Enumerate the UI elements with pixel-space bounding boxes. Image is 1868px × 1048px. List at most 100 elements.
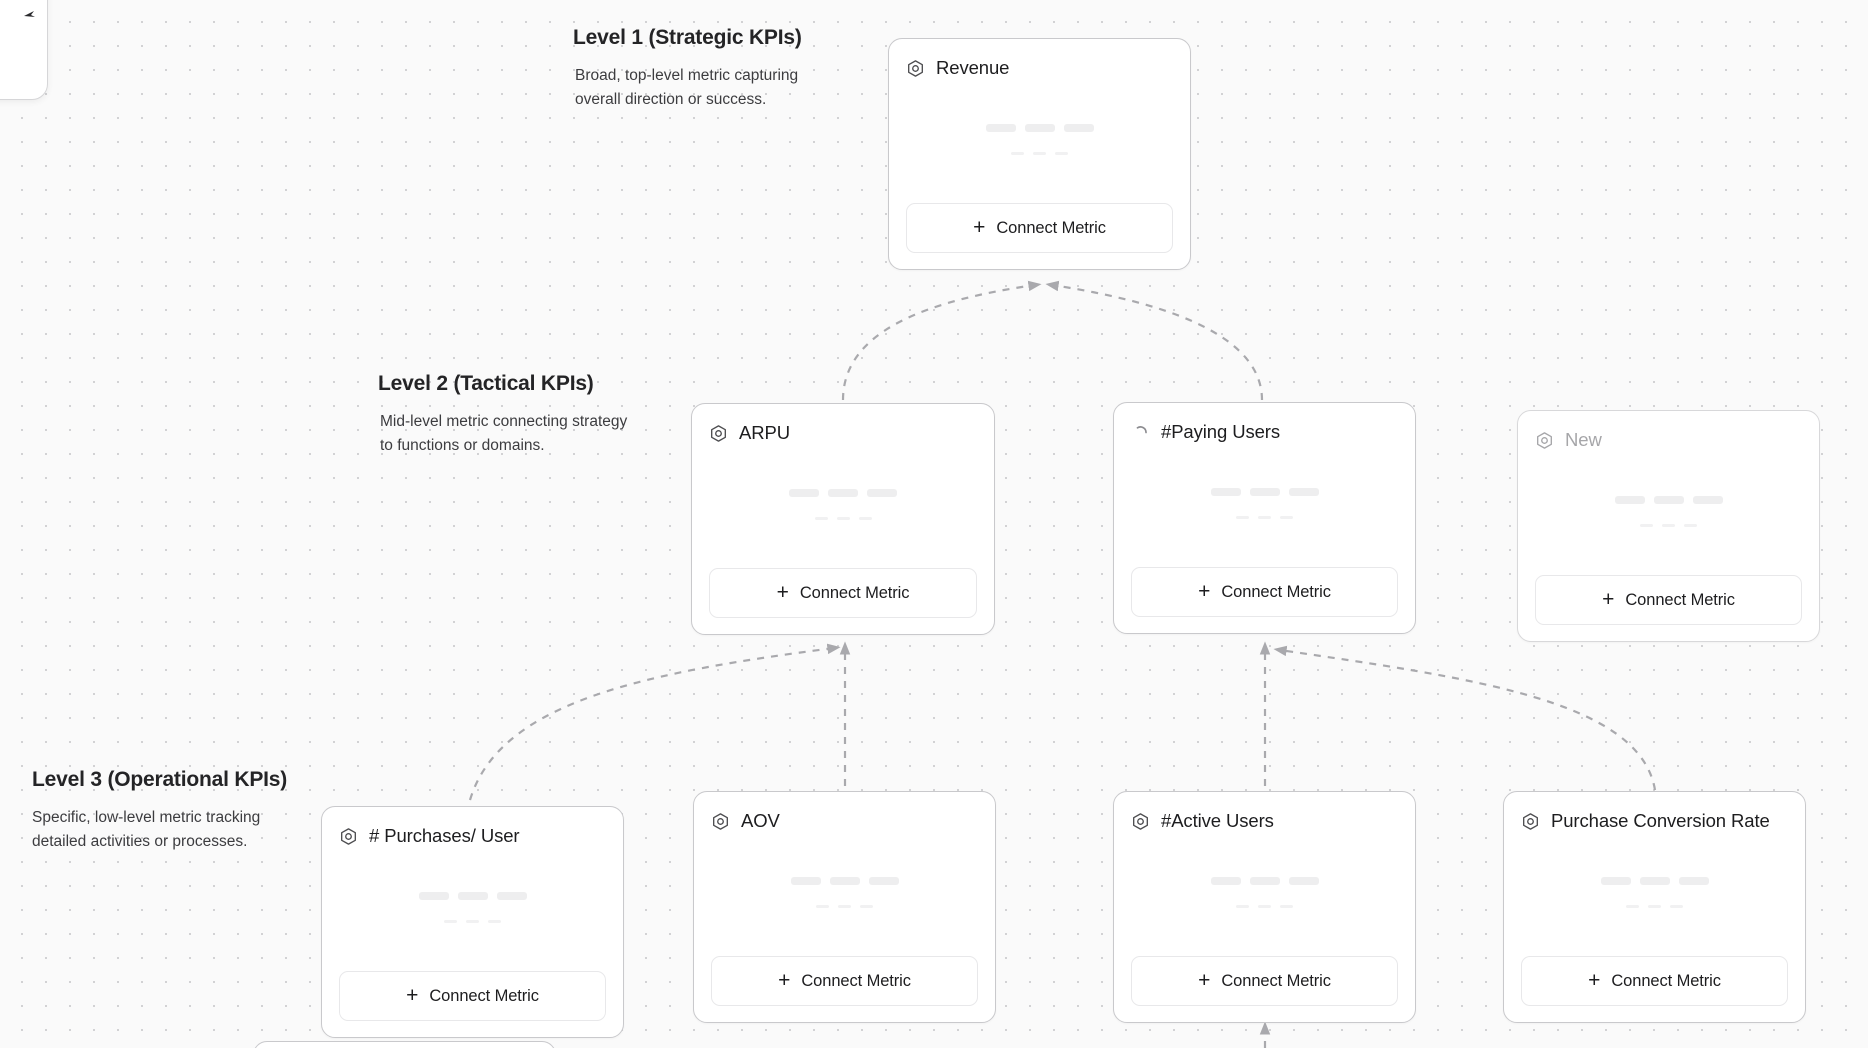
plus-icon: + [1588,968,1601,992]
connect-metric-button[interactable]: + Connect Metric [709,568,977,618]
connect-metric-button[interactable]: + Connect Metric [1131,567,1398,617]
edge-arpu-to-revenue [841,280,1042,401]
skeleton-row-primary [1600,876,1709,885]
level-1-label: Level 1 (Strategic KPIs) Broad, top-leve… [573,26,823,111]
skeleton-bar [496,891,527,900]
skeleton-row-primary [789,488,897,497]
card-title: #Active Users [1161,810,1274,831]
skeleton-bar [418,891,449,900]
skeleton-bar [836,516,850,520]
card-body-skeleton [709,446,977,568]
skeleton-bar [1236,904,1249,908]
metric-card-active-users[interactable]: #Active Users + Connect Metric [1113,791,1416,1023]
hexagon-metric-icon [1133,812,1148,830]
card-header: Purchase Conversion Rate [1521,808,1788,834]
card-header: New [1535,427,1802,453]
skeleton-bar [1258,515,1271,519]
skeleton-bar [1055,151,1068,155]
plus-icon: + [1198,579,1211,603]
connect-metric-label: Connect Metric [799,583,910,602]
skeleton-row-secondary [444,919,501,923]
skeleton-bar [1236,515,1249,519]
connect-metric-label: Connect Metric [429,986,539,1005]
metric-card-new[interactable]: New + Connect Metric [1517,410,1820,642]
connect-metric-button[interactable]: + Connect Metric [339,971,606,1021]
edge-paying-users-to-revenue [1045,280,1264,401]
skeleton-bar [444,919,457,923]
skeleton-bar [1011,151,1024,155]
skeleton-bar [1210,487,1241,496]
skeleton-bar [1639,876,1670,885]
connect-metric-label: Connect Metric [801,971,911,990]
skeleton-row-primary [985,123,1094,132]
card-body-skeleton [711,834,978,956]
hexagon-metric-icon [908,59,923,77]
skeleton-row-primary [1210,876,1319,885]
skeleton-bar [1662,523,1675,527]
skeleton-row-secondary [1640,523,1697,527]
card-body-skeleton [1535,453,1802,575]
hexagon-metric-icon [713,812,728,830]
card-header: # Purchases/ User [339,823,606,849]
connect-metric-label: Connect Metric [1625,590,1735,609]
connect-metric-button[interactable]: + Connect Metric [1131,956,1398,1006]
offscreen-card-top-left[interactable] [0,0,48,100]
card-title: #Paying Users [1161,421,1281,442]
skeleton-bar [1063,123,1094,132]
plus-icon: + [973,215,986,239]
skeleton-bar [858,516,872,520]
skeleton-row-primary [1210,487,1319,496]
hexagon-metric-icon [341,827,356,845]
skeleton-bar [1280,515,1293,519]
skeleton-row-secondary [1236,515,1293,519]
skeleton-bar [466,919,479,923]
level-3-description: Specific, low-level metric tracking deta… [32,809,261,850]
metric-card-offscreen-bottom[interactable] [253,1041,556,1048]
plus-icon: + [776,580,789,604]
skeleton-row-primary [418,891,527,900]
metric-card-aov[interactable]: AOV + Connect Metric [693,791,996,1023]
card-header: ARPU [709,420,977,446]
skeleton-row-secondary [814,516,872,520]
skeleton-bar [829,876,860,885]
card-title: ARPU [739,422,790,443]
card-title: Revenue [936,57,1010,78]
skeleton-bar [860,904,873,908]
skeleton-bar [838,904,851,908]
card-body-skeleton [339,849,606,971]
skeleton-bar [1640,523,1653,527]
card-header: #Paying Users [1131,419,1398,445]
skeleton-bar [1249,487,1280,496]
skeleton-bar [1670,904,1683,908]
skeleton-bar [1653,495,1684,504]
skeleton-bar [828,488,858,497]
skeleton-bar [868,876,899,885]
skeleton-bar [1258,904,1271,908]
cursor-glyph-icon [24,11,35,17]
skeleton-bar [1600,876,1631,885]
level-1-title: Level 1 (Strategic KPIs) [573,26,802,49]
hexagon-metric-icon [711,424,726,442]
metric-card-revenue[interactable]: Revenue + Connect Metric [888,38,1191,270]
skeleton-bar [1280,904,1293,908]
card-header: #Active Users [1131,808,1398,834]
connect-metric-button[interactable]: + Connect Metric [1535,575,1802,625]
skeleton-bar [1678,876,1709,885]
metric-card-paying-users[interactable]: #Paying Users + Connect Metric [1113,402,1416,634]
connect-metric-button[interactable]: + Connect Metric [906,203,1173,253]
skeleton-bar [1648,904,1661,908]
metric-card-purchase-conversion-rate[interactable]: Purchase Conversion Rate + Connect Metri… [1503,791,1806,1023]
card-title: New [1565,429,1602,450]
skeleton-bar [1288,487,1319,496]
skeleton-bar [1210,876,1241,885]
connect-metric-label: Connect Metric [996,218,1106,237]
metric-card-arpu[interactable]: ARPU + Connect Metric [691,403,995,635]
connect-metric-button[interactable]: + Connect Metric [711,956,978,1006]
connect-metric-label: Connect Metric [1611,971,1721,990]
skeleton-bar [1614,495,1645,504]
skeleton-bar [1033,151,1046,155]
metric-card-purchases-per-user[interactable]: # Purchases/ User + Connect Metric [321,806,624,1038]
connect-metric-button[interactable]: + Connect Metric [1521,956,1788,1006]
skeleton-bar [790,876,821,885]
